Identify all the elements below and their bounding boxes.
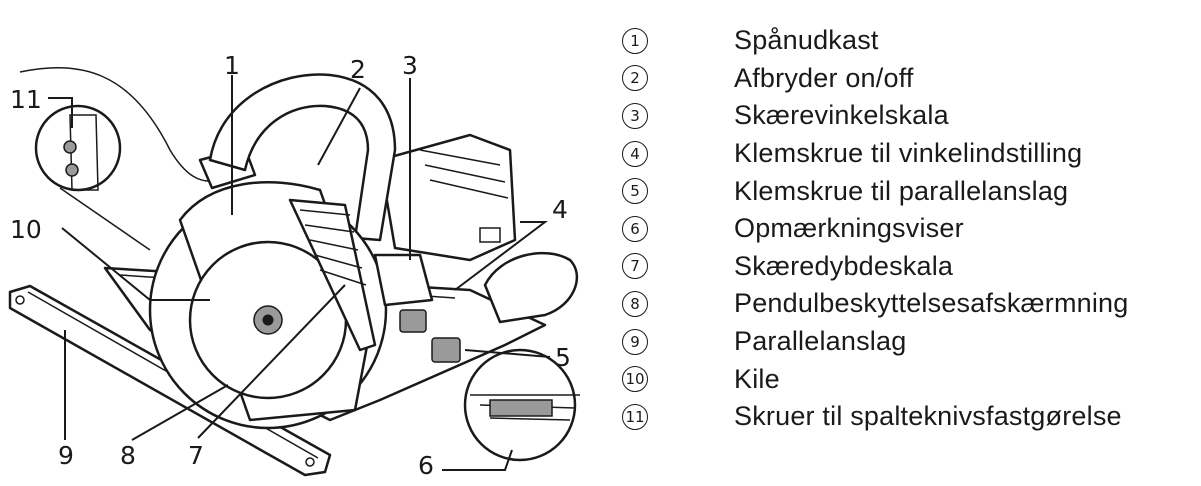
legend-number: 5 (622, 178, 648, 205)
callout-9: 9 (58, 441, 74, 470)
riving-knife-inset (34, 104, 122, 192)
legend-item: 6 Opmærkningsviser (610, 210, 1200, 248)
callout-8: 8 (120, 441, 136, 470)
legend-number: 7 (622, 253, 648, 280)
parts-legend: 1 Spånudkast 2 Afbryder on/off 3 Skærevinkels… (610, 22, 1200, 436)
callout-10: 10 (10, 215, 42, 244)
legend-item: 11 Skruer til spalteknivsfastgørelse (610, 398, 1200, 436)
legend-number: 1 (622, 27, 648, 54)
legend-item: 4 Klemskrue til vinkelindstilling (610, 135, 1200, 173)
angle-clamp-screw (399, 309, 427, 333)
angle-knob (483, 251, 579, 324)
legend-label: Skærevinkelskala (734, 100, 949, 131)
callout-6: 6 (418, 451, 434, 480)
legend-number: 2 (622, 65, 648, 92)
legend-label: Parallelanslag (734, 326, 907, 357)
legend-label: Pendulbeskyttelsesafskærmning (734, 288, 1129, 319)
legend-label: Spånudkast (734, 25, 879, 56)
leader-2 (317, 87, 361, 166)
legend-number: 3 (622, 102, 648, 129)
callout-11: 11 (10, 85, 42, 114)
callout-3: 3 (402, 51, 418, 80)
legend-number: 4 (622, 140, 648, 167)
legend-label: Kile (734, 363, 780, 394)
leader-6 (442, 449, 513, 471)
leader-11 (48, 97, 73, 128)
legend-number: 10 (622, 366, 648, 393)
legend-label: Klemskrue til vinkelindstilling (734, 138, 1083, 169)
legend-label: Opmærkningsviser (734, 213, 964, 244)
leader-7 (197, 284, 346, 439)
legend-label: Afbryder on/off (734, 62, 914, 93)
depth-scale (288, 198, 377, 352)
legend-number: 6 (622, 215, 648, 242)
legend-number: 8 (622, 290, 648, 317)
legend-label: Skæredybdeskala (734, 250, 954, 281)
callout-4: 4 (552, 195, 568, 224)
circular-saw-diagram: 1 2 3 4 5 6 7 8 9 10 11 (8, 51, 580, 480)
callout-7: 7 (188, 441, 204, 470)
leader-10 (61, 227, 210, 301)
power-cord (19, 67, 221, 182)
legend-number: 9 (622, 328, 648, 355)
legend-label: Skruer til spalteknivsfastgørelse (734, 401, 1122, 432)
legend-item: 2 Afbryder on/off (610, 60, 1200, 98)
leader-4 (454, 221, 548, 291)
legend-item: 7 Skæredybdeskala (610, 248, 1200, 286)
callout-5: 5 (555, 343, 571, 372)
handle (208, 73, 397, 242)
leader-8 (131, 384, 229, 441)
legend-item: 10 Kile (610, 360, 1200, 398)
callout-1: 1 (224, 51, 240, 80)
legend-item: 5 Klemskrue til parallelanslag (610, 172, 1200, 210)
legend-item: 8 Pendulbeskyttelsesafskærmning (610, 285, 1200, 323)
cutting-angle-bracket (373, 253, 434, 307)
legend-number: 11 (622, 403, 648, 430)
legend-item: 3 Skærevinkelskala (610, 97, 1200, 135)
callout-2: 2 (350, 55, 366, 84)
leader-5 (464, 349, 551, 358)
parallel-clamp-screw (431, 337, 461, 363)
legend-item: 1 Spånudkast (610, 22, 1200, 60)
legend-item: 9 Parallelanslag (610, 323, 1200, 361)
legend-label: Klemskrue til parallelanslag (734, 175, 1069, 206)
